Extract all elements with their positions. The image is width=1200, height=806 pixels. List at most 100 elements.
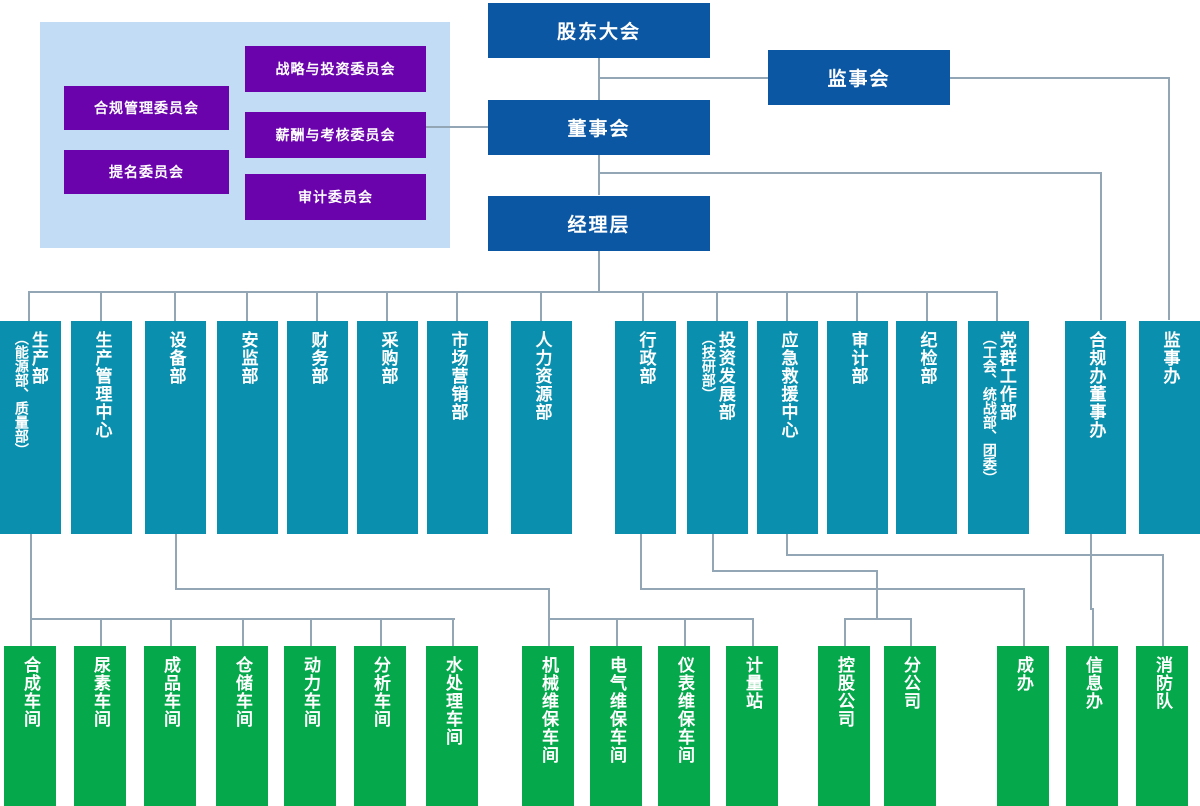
dept-safety[interactable]: 安监部 (217, 321, 278, 534)
shop-instr-maint-label: 仪表维保车间 (675, 656, 694, 764)
dept-equipment[interactable]: 设备部 (145, 321, 206, 534)
shop-product-label: 成品车间 (161, 656, 180, 728)
node-supervisors[interactable]: 监事会 (768, 50, 950, 105)
connector-maint-bus (548, 618, 754, 620)
stem-shop-9 (684, 618, 686, 646)
dept-finance[interactable]: 财务部 (287, 321, 348, 534)
connector-department-bus-left (28, 291, 600, 293)
shop-power[interactable]: 动力车间 (284, 646, 336, 806)
node-management-label: 经理层 (567, 215, 631, 236)
shop-synthesis[interactable]: 合成车间 (4, 646, 56, 806)
connector-equipment-run (175, 588, 550, 590)
shop-product[interactable]: 成品车间 (144, 646, 196, 806)
stem-dept-13 (996, 291, 998, 321)
stem-shop-10 (752, 618, 754, 646)
dept-procurement-main: 采购部 (378, 331, 398, 385)
stem-shop-7 (548, 618, 550, 646)
dept-discipline-main: 纪检部 (917, 331, 937, 385)
shop-elec-maint[interactable]: 电气维保车间 (590, 646, 642, 806)
shop-cheng-office[interactable]: 成办 (997, 646, 1049, 806)
committee-remuneration-label: 薪酬与考核委员会 (275, 127, 396, 143)
connector-shareholders-supervisors (598, 77, 770, 79)
connector-emergency-drop (786, 534, 788, 556)
shop-holding-co-label: 控股公司 (835, 656, 854, 728)
shop-synthesis-label: 合成车间 (21, 656, 40, 728)
node-board[interactable]: 董事会 (488, 100, 710, 155)
committee-audit-label: 审计委员会 (298, 189, 373, 205)
committee-strategy[interactable]: 战略与投资委员会 (245, 46, 426, 92)
connector-emergency-drop2 (1162, 554, 1164, 646)
shop-info-office-label: 信息办 (1083, 656, 1102, 710)
shop-analysis-label: 分析车间 (371, 656, 390, 728)
shop-holding-co[interactable]: 控股公司 (818, 646, 870, 806)
dept-hr[interactable]: 人力资源部 (511, 321, 572, 534)
shop-metering[interactable]: 计量站 (726, 646, 778, 806)
shop-elec-maint-label: 电气维保车间 (607, 656, 626, 764)
dept-discipline[interactable]: 纪检部 (896, 321, 957, 534)
stem-shop-2 (170, 618, 172, 646)
dept-audit[interactable]: 审计部 (827, 321, 888, 534)
dept-emergency-main: 应急救援中心 (778, 331, 798, 439)
connector-board-management (598, 155, 600, 195)
node-management[interactable]: 经理层 (488, 196, 710, 251)
shop-water[interactable]: 水处理车间 (426, 646, 478, 806)
connector-department-bus-right (598, 291, 998, 293)
stem-dept-9 (716, 291, 718, 321)
dept-admin[interactable]: 行政部 (615, 321, 676, 534)
shop-urea-label: 尿素车间 (91, 656, 110, 728)
stem-dept-0 (28, 291, 30, 321)
connector-admin-drop (640, 534, 642, 590)
connector-emergency-run (786, 554, 1164, 556)
shop-instr-maint[interactable]: 仪表维保车间 (658, 646, 710, 806)
dept-production[interactable]: 生产部 （能源部、质量部） (0, 321, 61, 534)
shop-mech-maint[interactable]: 机械维保车间 (522, 646, 574, 806)
shop-cheng-office-label: 成办 (1014, 656, 1033, 692)
stem-dept-8 (642, 291, 644, 321)
dept-procurement[interactable]: 采购部 (357, 321, 418, 534)
shop-mech-maint-label: 机械维保车间 (539, 656, 558, 764)
shop-info-office[interactable]: 信息办 (1066, 646, 1118, 806)
dept-compliance-office[interactable]: 合规办董事办 (1065, 321, 1126, 534)
connector-admin-run (640, 588, 1024, 590)
connector-info-drop2 (1092, 608, 1094, 646)
connector-investdev-drop2 (876, 570, 878, 618)
dept-invest-dev-main: 投资发展部 (715, 331, 735, 421)
dept-party-work[interactable]: 党群工作部 （工会、统战部、团委） (968, 321, 1029, 534)
shop-branch-co[interactable]: 分公司 (884, 646, 936, 806)
shop-storage[interactable]: 仓储车间 (216, 646, 268, 806)
shop-fire-team[interactable]: 消防队 (1136, 646, 1188, 806)
stem-shop-1 (100, 618, 102, 646)
dept-marketing[interactable]: 市场营销部 (427, 321, 488, 534)
connector-investdev-run (712, 570, 878, 572)
stem-dept-5 (386, 291, 388, 321)
stem-dept-1 (100, 291, 102, 321)
stem-dept-3 (246, 291, 248, 321)
dept-invest-dev-sub: （技研部） (700, 331, 717, 401)
connector-investdev-drop (712, 534, 714, 572)
committee-remuneration[interactable]: 薪酬与考核委员会 (245, 112, 426, 158)
dept-admin-main: 行政部 (636, 331, 656, 385)
dept-hr-main: 人力资源部 (532, 331, 552, 421)
stem-shop-4 (310, 618, 312, 646)
shop-analysis[interactable]: 分析车间 (354, 646, 406, 806)
stem-dept-2 (174, 291, 176, 321)
connector-equipment-drop2 (548, 588, 550, 618)
committee-strategy-label: 战略与投资委员会 (275, 61, 396, 77)
dept-production-sub: （能源部、质量部） (13, 331, 30, 457)
committee-nomination[interactable]: 提名委员会 (64, 150, 229, 194)
dept-prod-mgmt[interactable]: 生产管理中心 (71, 321, 132, 534)
connector-equipment-drop (175, 534, 177, 590)
connector-subsidiary-bus (844, 618, 912, 620)
shop-power-label: 动力车间 (301, 656, 320, 728)
shop-urea[interactable]: 尿素车间 (74, 646, 126, 806)
committee-compliance[interactable]: 合规管理委员会 (64, 86, 229, 130)
node-shareholders[interactable]: 股东大会 (488, 3, 710, 58)
dept-supervisor-office[interactable]: 监事办 (1139, 321, 1200, 534)
connector-supervisors-bus (950, 77, 1170, 79)
dept-emergency[interactable]: 应急救援中心 (757, 321, 818, 534)
committee-audit[interactable]: 审计委员会 (245, 174, 426, 220)
dept-prod-mgmt-main: 生产管理中心 (92, 331, 112, 439)
dept-invest-dev[interactable]: 投资发展部 （技研部） (687, 321, 748, 534)
connector-board-compliance-drop (1100, 172, 1102, 320)
